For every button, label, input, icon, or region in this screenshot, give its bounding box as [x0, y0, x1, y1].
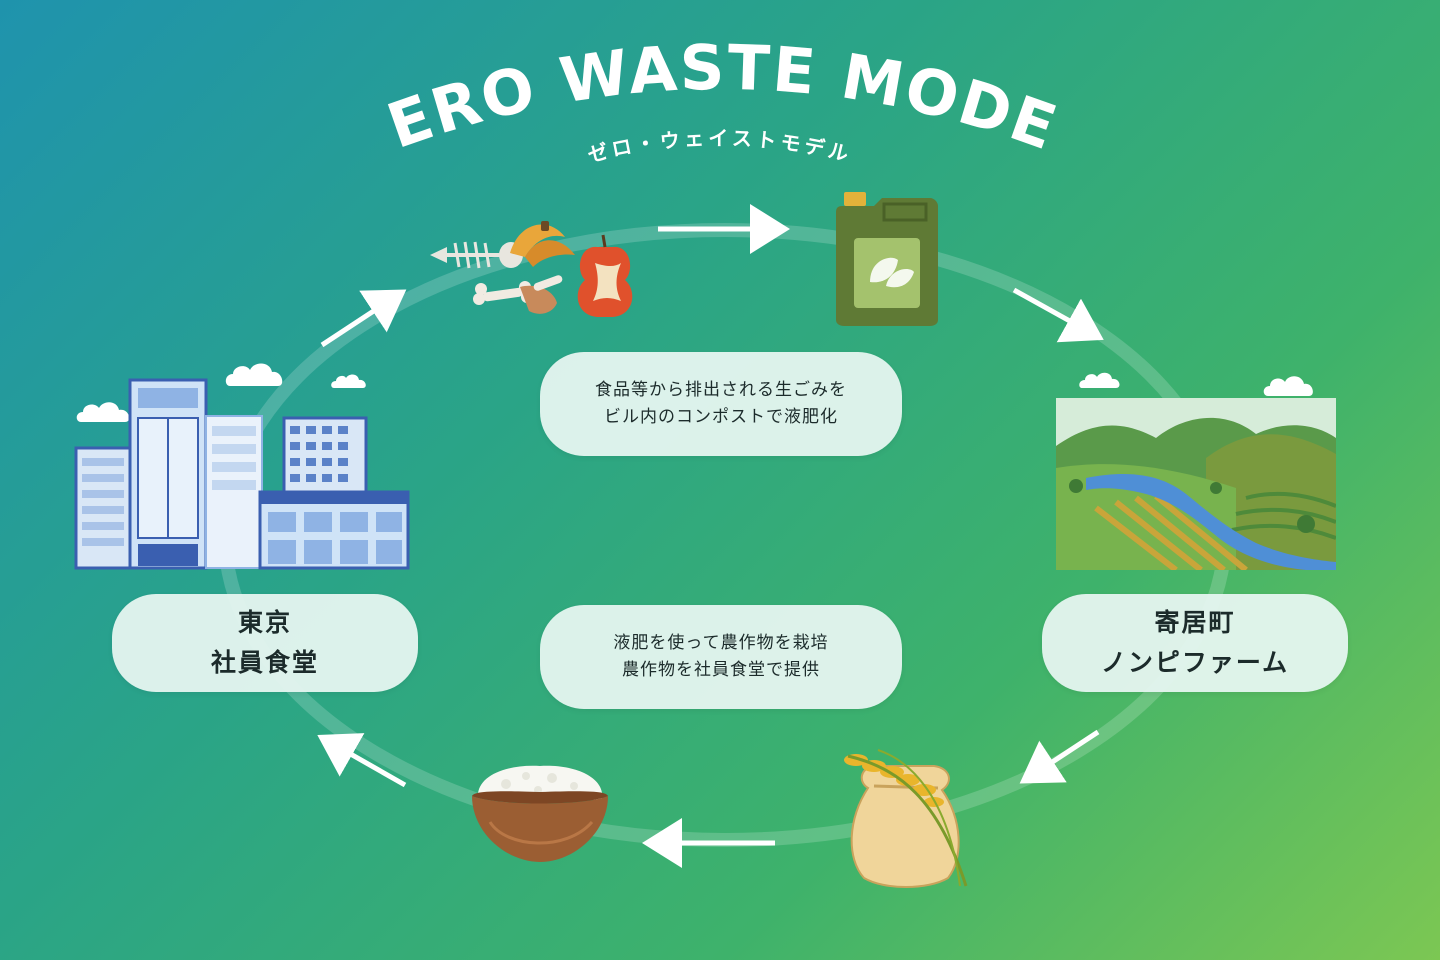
leaf-icon [870, 257, 914, 288]
yorii-label-line-2: ノンピファーム [1100, 648, 1290, 677]
arrow-icon [1019, 729, 1100, 784]
rice-bowl-icon [472, 765, 608, 862]
cloud-icon [1263, 376, 1313, 396]
arrow-icon [1012, 287, 1104, 343]
farming-step-line-1: 液肥を使って農作物を栽培 [613, 633, 829, 653]
page-title: ZERO WASTE MODEL [0, 0, 1067, 165]
compost-step-card: 食品等から排出される生ごみを ビル内のコンポストで液肥化 [540, 352, 902, 456]
tokyo-label-line-2: 社員食堂 [210, 648, 319, 677]
farmland-icon [1056, 398, 1336, 570]
office-buildings-icon [74, 378, 410, 570]
farming-step-card: 液肥を使って農作物を栽培 農作物を社員食堂で提供 [540, 605, 902, 709]
cloud-icon [225, 363, 283, 386]
tokyo-label-line-1: 東京 [237, 608, 292, 637]
arrow-icon [320, 289, 407, 348]
yorii-farm-label: 寄居町 ノンピファーム [1042, 594, 1348, 692]
cloud-icon [331, 374, 366, 388]
title-group: ZERO WASTE MODEL ゼロ・ウェイストモデル [0, 0, 1067, 167]
arrow-icon [317, 733, 407, 788]
compost-step-line-1: 食品等から排出される生ごみを [595, 380, 847, 400]
tokyo-cafeteria-label: 東京 社員食堂 [112, 594, 418, 692]
liquid-fertilizer-tank-icon [836, 192, 938, 326]
page-subtitle: ゼロ・ウェイストモデル [585, 126, 854, 167]
farming-step-line-2: 農作物を社員食堂で提供 [622, 660, 820, 680]
cloud-icon [1079, 372, 1120, 388]
compost-step-line-2: ビル内のコンポストで液肥化 [604, 407, 838, 427]
food-waste-icon [430, 221, 633, 317]
rice-sack-icon [844, 749, 968, 888]
yorii-label-line-1: 寄居町 [1154, 608, 1236, 637]
cloud-icon [76, 402, 130, 422]
